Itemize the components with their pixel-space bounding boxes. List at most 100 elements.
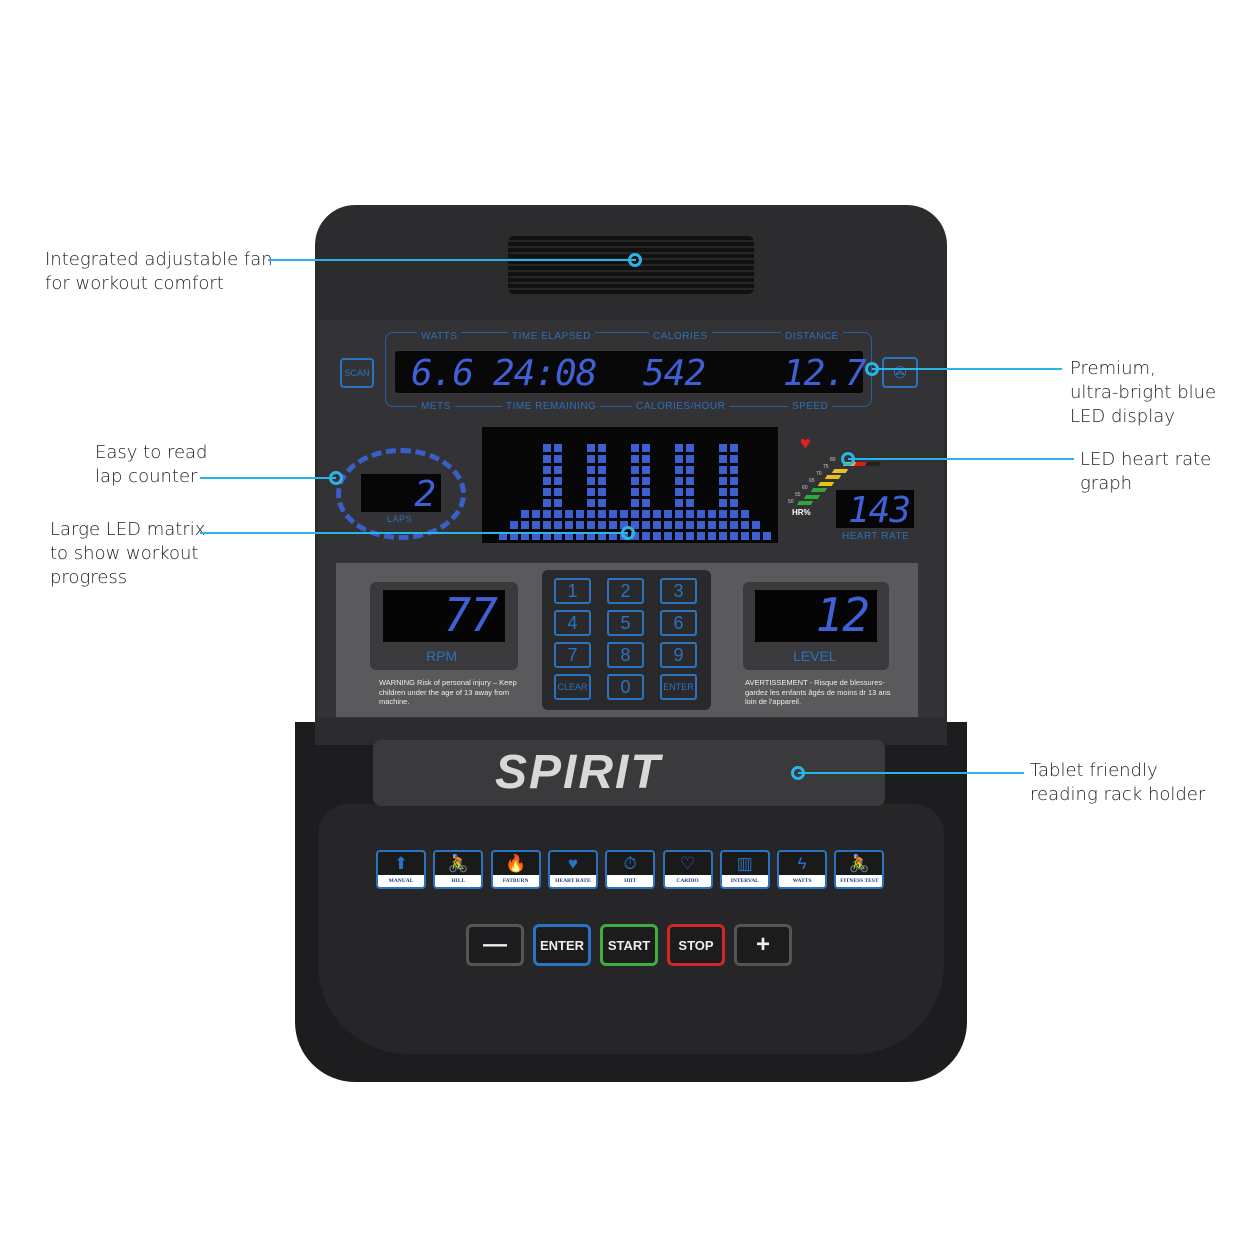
matrix-cell: [664, 532, 672, 540]
matrix-cell: [675, 499, 683, 507]
keypad-key-0[interactable]: 0: [607, 674, 644, 700]
matrix-cell: [686, 444, 694, 452]
callout-dot-matrix: [621, 526, 635, 540]
program-button-manual[interactable]: ⬆MANUAL: [376, 850, 426, 889]
matrix-cell: [598, 466, 606, 474]
callout-rack: Tablet friendly reading rack holder: [1030, 760, 1206, 805]
keypad-key-clear[interactable]: CLEAR: [554, 674, 591, 700]
program-button-fitness-test[interactable]: 🚴FITNESS TEST: [834, 850, 885, 889]
matrix-cell: [598, 488, 606, 496]
keypad-key-enter[interactable]: ENTER: [660, 674, 697, 700]
matrix-cell: [587, 499, 595, 507]
hr-label: HEART RATE: [842, 531, 910, 542]
matrix-cell: [642, 510, 650, 518]
keypad-key-7[interactable]: 7: [554, 642, 591, 668]
main-lcd: 6.6 24:08 542 12.7: [395, 351, 867, 394]
plus-button[interactable]: +: [734, 924, 792, 966]
matrix-cell: [730, 444, 738, 452]
enter-button[interactable]: ENTER: [533, 924, 591, 966]
matrix-cell: [686, 532, 694, 540]
matrix-cell: [719, 521, 727, 529]
keypad-key-3[interactable]: 3: [660, 578, 697, 604]
matrix-cell: [587, 532, 595, 540]
laps-label: LAPS: [387, 514, 413, 524]
keypad-key-6[interactable]: 6: [660, 610, 697, 636]
hr-scale-tick: 50: [788, 499, 794, 505]
minus-button[interactable]: —: [466, 924, 524, 966]
matrix-cell: [675, 510, 683, 518]
matrix-cell: [620, 521, 628, 529]
matrix-cell: [686, 466, 694, 474]
keypad-key-5[interactable]: 5: [607, 610, 644, 636]
rpm-window: 77 RPM: [370, 582, 518, 670]
matrix-cell: [598, 477, 606, 485]
callout-line-hr: [848, 458, 1074, 460]
matrix-cell: [708, 510, 716, 518]
program-button-heart-rate[interactable]: ♥HEART RATE: [547, 850, 598, 889]
rpm-label: RPM: [426, 648, 458, 664]
matrix-cell: [642, 444, 650, 452]
program-icon: ϟ: [797, 854, 807, 873]
matrix-cell: [642, 532, 650, 540]
matrix-cell: [554, 499, 562, 507]
program-label: FATBURN: [492, 875, 539, 887]
hr-scale-tick: 60: [802, 485, 808, 491]
matrix-cell: [741, 521, 749, 529]
matrix-cell: [642, 521, 650, 529]
lower-panel: 77 RPM WARNING Risk of personal injury –…: [336, 563, 918, 717]
matrix-cell: [587, 510, 595, 518]
fan-grille[interactable]: [508, 236, 754, 294]
hr-bar: [831, 468, 849, 473]
matrix-cell: [741, 532, 749, 540]
matrix-cell: [686, 510, 694, 518]
keypad-key-2[interactable]: 2: [607, 578, 644, 604]
matrix-cell: [631, 510, 639, 518]
start-button[interactable]: START: [600, 924, 658, 966]
matrix-cell: [532, 510, 540, 518]
matrix-cell: [642, 455, 650, 463]
matrix-cell: [730, 455, 738, 463]
matrix-cell: [675, 477, 683, 485]
program-button-hiit[interactable]: ⏱HIIT: [605, 850, 656, 889]
program-icon: 🔥: [505, 854, 527, 873]
matrix-cell: [554, 532, 562, 540]
program-button-cardio[interactable]: ♡CARDIO: [662, 850, 713, 889]
matrix-cell: [653, 532, 661, 540]
matrix-cell: [543, 477, 551, 485]
value-calories: 542: [643, 353, 706, 394]
callout-fan: Integrated adjustable fan for workout co…: [45, 249, 273, 294]
label-mets: METS: [417, 401, 455, 412]
label-time-remaining: TIME REMAINING: [502, 401, 601, 412]
program-label: HEART RATE: [549, 875, 596, 887]
matrix-cell: [543, 488, 551, 496]
keypad-key-8[interactable]: 8: [607, 642, 644, 668]
callout-dot-laps: [329, 471, 343, 485]
matrix-cell: [543, 455, 551, 463]
value-time: 24:08: [493, 353, 597, 394]
laps-lcd: 2: [361, 474, 441, 515]
program-button-fatburn[interactable]: 🔥 FATBURN: [490, 850, 541, 889]
matrix-cell: [730, 488, 738, 496]
keypad-key-1[interactable]: 1: [554, 578, 591, 604]
matrix-cell: [653, 510, 661, 518]
hr-bar: [864, 462, 882, 466]
program-label: HILL: [435, 875, 482, 887]
matrix-cell: [543, 444, 551, 452]
stop-button[interactable]: STOP: [667, 924, 725, 966]
label-time-elapsed: TIME ELAPSED: [508, 331, 595, 342]
keypad-key-9[interactable]: 9: [660, 642, 697, 668]
matrix-cell: [642, 477, 650, 485]
matrix-cell: [609, 510, 617, 518]
matrix-cell: [730, 510, 738, 518]
matrix-cell: [675, 488, 683, 496]
scan-button[interactable]: SCAN: [340, 358, 374, 388]
matrix-cell: [642, 499, 650, 507]
program-button-interval[interactable]: ▥INTERVAL: [719, 850, 770, 889]
label-distance: DISTANCE: [781, 331, 843, 342]
keypad-key-4[interactable]: 4: [554, 610, 591, 636]
value-distance-speed: 12.7: [783, 353, 867, 394]
matrix-cell: [565, 521, 573, 529]
program-button-hill[interactable]: 🚴HILL: [433, 850, 484, 889]
fan-icon[interactable]: ✇: [882, 357, 918, 388]
